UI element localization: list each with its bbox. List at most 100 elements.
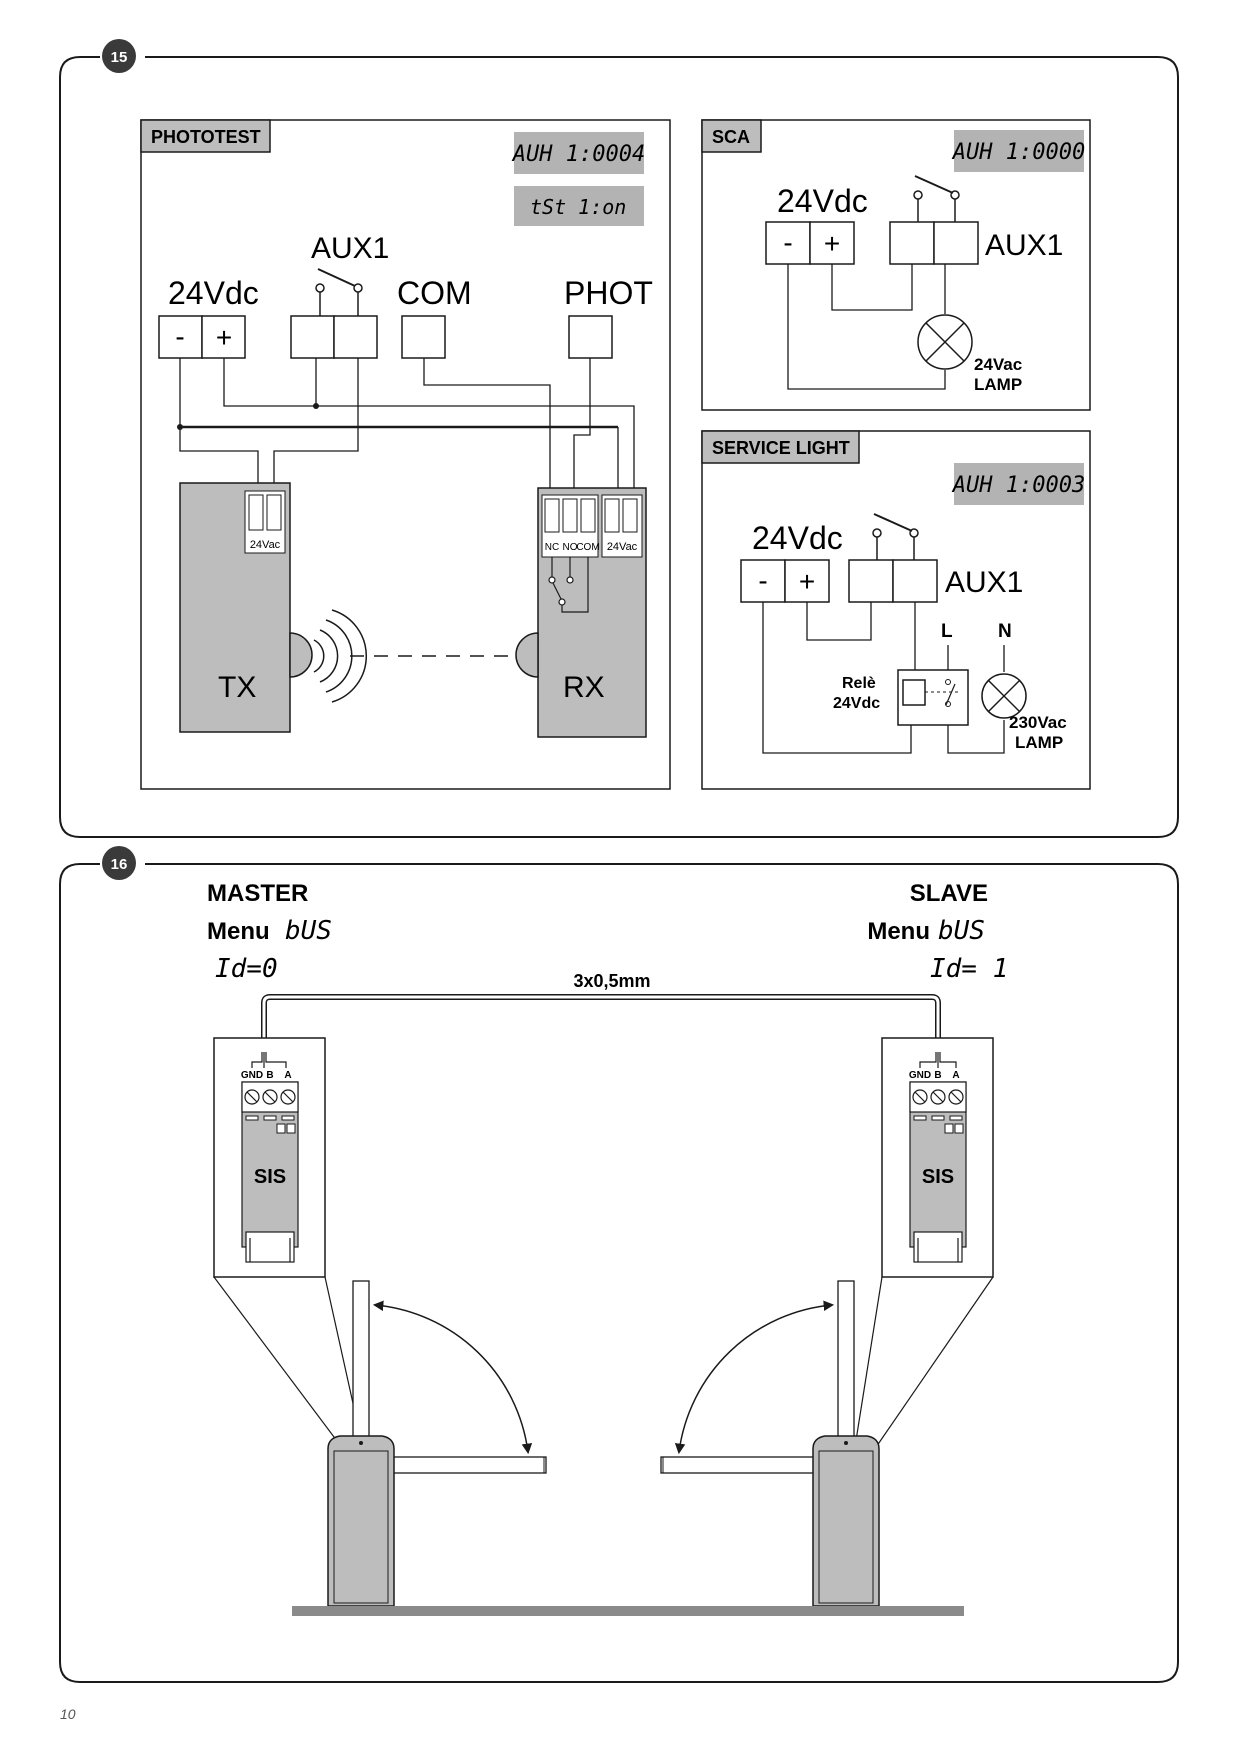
phototest-aux1-terminal-1: [290, 315, 335, 359]
slave-terminal-a: A: [952, 1070, 959, 1081]
master-arm-rotation-arrow: [372, 1300, 533, 1455]
slave-arm-rotation-arrow: [674, 1300, 835, 1455]
figure-badge-16-label: 16: [111, 856, 128, 873]
sca-aux1-terminal-1: [889, 221, 935, 265]
slave-menu-value: bUS: [938, 916, 985, 946]
phototest-phot-terminal: [568, 315, 613, 359]
service-light-minus-terminal: [740, 559, 786, 603]
page-number: 10: [60, 1706, 76, 1722]
rx-terminal-24vac: 24Vac: [607, 541, 638, 553]
sca-aux1-switch-icon: [913, 175, 960, 222]
service-light-minus-label: -: [758, 565, 767, 596]
relay-label: Relè: [842, 675, 876, 692]
rx-photocell: NC NO COM 24Vac RX: [515, 487, 647, 738]
slave-barrier: [660, 1280, 880, 1607]
master-terminal-gnd: GND: [241, 1070, 263, 1081]
slave-barrier-arm-lowered: [660, 1456, 820, 1474]
service-light-lamp-label: LAMP: [1015, 733, 1063, 752]
master-barrier-arm-lowered: [387, 1456, 547, 1474]
sca-lamp-voltage: 24Vac: [974, 355, 1022, 374]
phototest-display-aux-text: AUH 1:0004: [511, 142, 645, 167]
slave-title: SLAVE: [910, 880, 988, 907]
phototest-24vdc-label: 24Vdc: [168, 275, 259, 311]
phototest-aux1-switch-icon: [315, 268, 363, 316]
slave-terminal-b: B: [934, 1070, 941, 1081]
phototest-title: PHOTOTEST: [151, 127, 261, 147]
slave-sis-module: GND B A SIS: [853, 1037, 994, 1454]
phototest-com-label: COM: [397, 275, 472, 311]
phototest-wiring: [179, 358, 635, 490]
service-light-lamp-voltage: 230Vac: [1009, 713, 1067, 732]
service-light-aux1-label: AUX1: [945, 566, 1023, 599]
service-light-lamp-icon: [981, 673, 1027, 719]
phototest-aux1-terminal-2: [333, 315, 378, 359]
master-menu-value: bUS: [285, 916, 332, 946]
service-light-n-label: N: [998, 621, 1012, 642]
phototest-com-terminal: [401, 315, 446, 359]
tx-terminal-label: 24Vac: [250, 539, 281, 551]
sca-wiring: [787, 264, 946, 390]
master-title: MASTER: [207, 880, 308, 907]
sca-lamp-label: LAMP: [974, 375, 1022, 394]
slave-id: Id= 1: [930, 954, 1008, 984]
ground-line: [292, 1606, 964, 1616]
master-sis-module: GND B A SIS: [213, 1037, 365, 1454]
sca-display-aux-text: AUH 1:0000: [951, 140, 1085, 165]
sca-24vdc-label: 24Vdc: [777, 183, 868, 219]
service-light-plus-label: +: [799, 566, 815, 597]
sca-aux1-terminal-2: [933, 221, 979, 265]
service-light-l-label: L: [941, 621, 953, 642]
slave-screw-terminal-icons: [912, 1089, 964, 1105]
slave-terminal-gnd: GND: [909, 1070, 931, 1081]
service-light-display-aux-text: AUH 1:0003: [951, 473, 1085, 498]
master-barrier: [327, 1280, 547, 1607]
figure-15: 15 PHOTOTEST AUH 1:0004 tSt 1:on 24Vdc -…: [59, 39, 1179, 838]
sca-display-aux: [954, 130, 1084, 172]
cable-label: 3x0,5mm: [573, 971, 650, 991]
figure-16: 16 MASTER Menu bUS Id=0 SLAVE Menu bUS I…: [59, 846, 1179, 1683]
service-light-title: SERVICE LIGHT: [712, 438, 850, 458]
service-light-aux1-switch-icon: [872, 513, 919, 560]
rx-terminal-nc: NC: [545, 542, 559, 553]
slave-barrier-cabinet: [812, 1435, 880, 1607]
master-terminal-b: B: [266, 1070, 273, 1081]
figure-badge-15: [102, 39, 136, 73]
rx-terminal-no: NO: [563, 542, 578, 553]
slave-module-label: SIS: [922, 1166, 954, 1188]
slave-barrier-arm-raised: [837, 1280, 855, 1452]
rx-terminal-com: COM: [576, 542, 599, 553]
sca-panel: SCA AUH 1:0000 24Vdc - + AUX1: [701, 119, 1091, 411]
phototest-display-tst-text: tSt 1:on: [530, 195, 626, 219]
sca-minus-terminal: [765, 221, 811, 265]
master-id: Id=0: [215, 954, 278, 984]
phototest-phot-label: PHOT: [564, 275, 653, 311]
phototest-aux1-label: AUX1: [311, 232, 389, 265]
sca-minus-label: -: [783, 227, 792, 258]
relay-voltage: 24Vdc: [833, 695, 880, 712]
figure-badge-15-label: 15: [111, 49, 128, 66]
rx-relay-contact-icon: [548, 557, 589, 613]
tx-photocell: 24Vac TX: [179, 482, 313, 733]
relay-icon: [897, 669, 969, 726]
master-module-label: SIS: [254, 1166, 286, 1188]
phototest-display-aux: [514, 132, 644, 174]
slave-menu-label: Menu: [867, 918, 930, 945]
sca-aux1-label: AUX1: [985, 229, 1063, 262]
master-screw-terminal-icons: [244, 1089, 296, 1105]
service-light-panel: SERVICE LIGHT AUH 1:0003 24Vdc - + AUX1 …: [701, 430, 1091, 790]
bus-cable: [261, 994, 941, 1052]
tx-label: TX: [218, 671, 256, 704]
master-barrier-cabinet: [327, 1435, 395, 1607]
rx-label: RX: [563, 671, 605, 704]
figure-badge-16: [102, 846, 136, 880]
sca-lamp-icon: [917, 314, 973, 370]
service-light-display-aux: [954, 463, 1084, 505]
sca-plus-label: +: [824, 228, 840, 259]
sca-title: SCA: [712, 127, 750, 147]
phototest-display-tst: [514, 186, 644, 226]
phototest-minus-label: -: [175, 321, 184, 352]
service-light-aux1-terminal-2: [892, 559, 938, 603]
phototest-panel: PHOTOTEST AUH 1:0004 tSt 1:on 24Vdc - + …: [140, 119, 671, 790]
phototest-plus-label: +: [216, 322, 232, 353]
